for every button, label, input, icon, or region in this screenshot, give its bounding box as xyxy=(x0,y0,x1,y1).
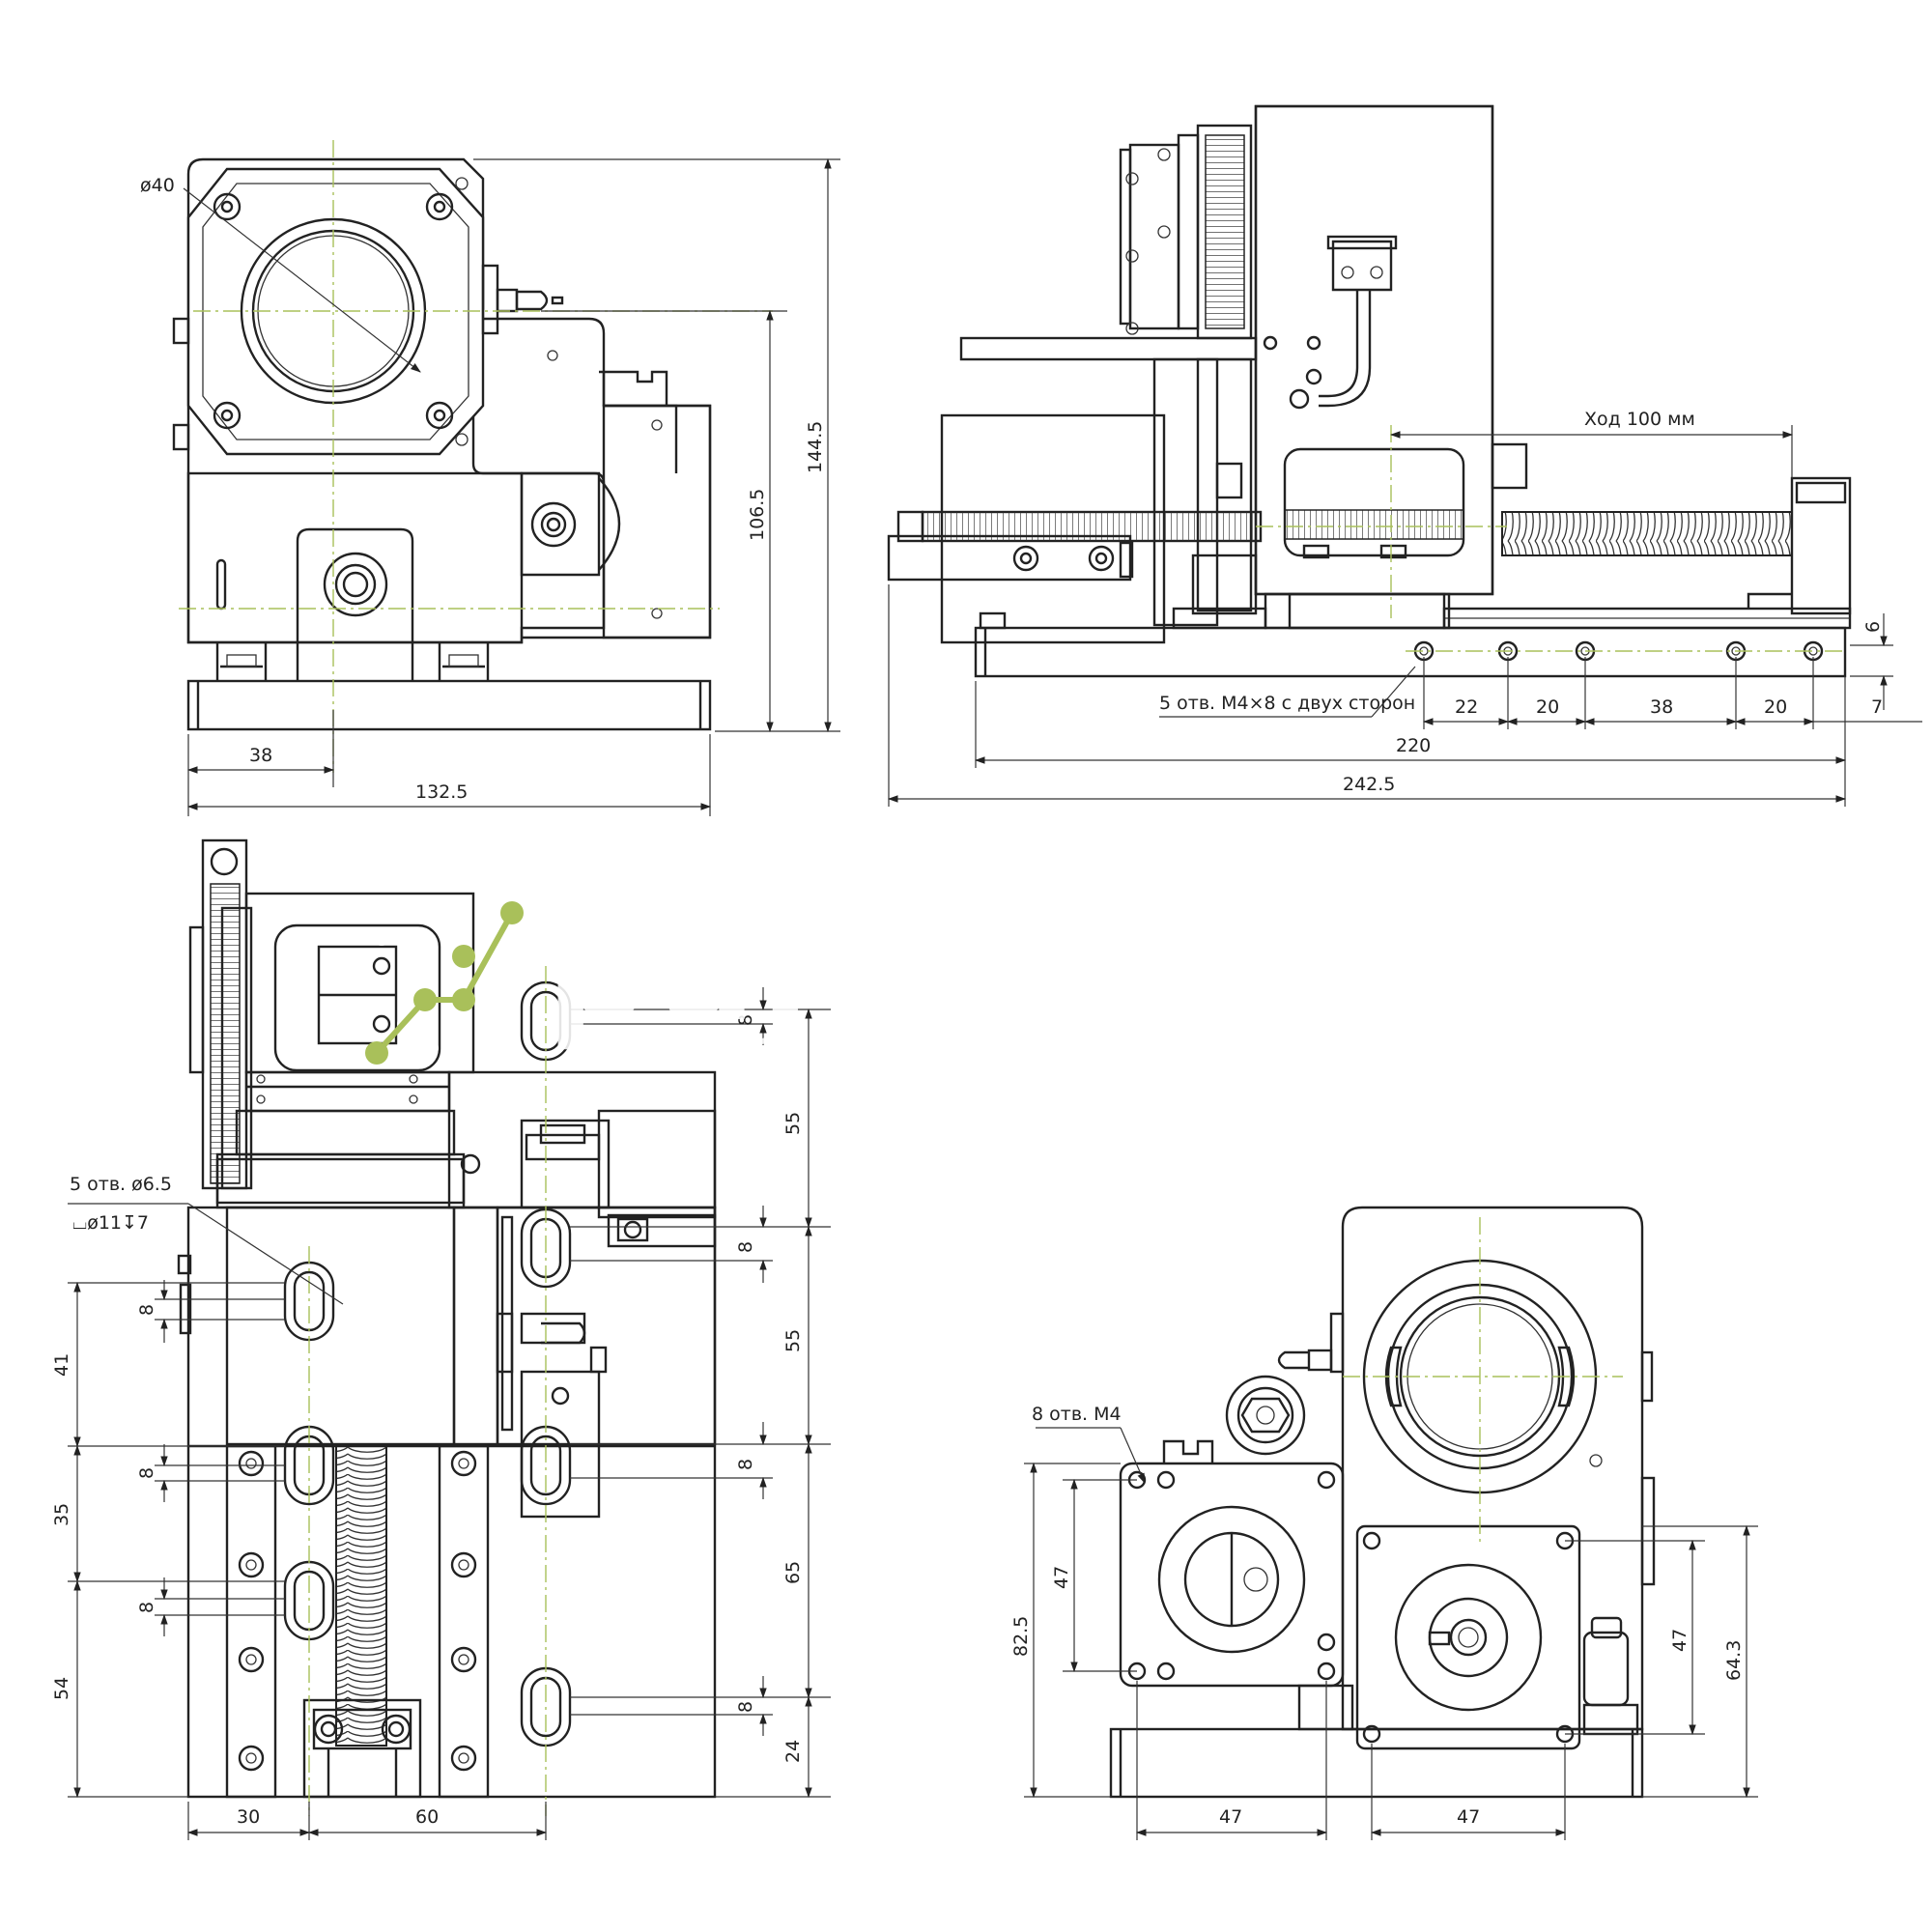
right-pitch-55b: 55 xyxy=(782,1329,804,1352)
bottom-30-label: 30 xyxy=(237,1806,260,1828)
bore-diameter-label: ø40 xyxy=(140,175,175,196)
flange-bolt-holes xyxy=(213,177,469,446)
rear-height-64-3: 64.3 xyxy=(1723,1640,1745,1681)
width-left-label: 38 xyxy=(249,745,272,766)
left-slot-8a: 8 xyxy=(136,1304,157,1316)
hole-height-label: 6 xyxy=(1862,621,1884,633)
rear-bottom-right-47: 47 xyxy=(1457,1806,1480,1828)
center-height-label: 106.5 xyxy=(747,489,768,541)
right-pitch-24: 24 xyxy=(782,1740,804,1763)
total-height-label: 144.5 xyxy=(805,421,826,473)
top-view-bolt-heads xyxy=(238,1450,477,1772)
left-pitch-35: 35 xyxy=(51,1503,72,1526)
left-dimensions xyxy=(68,1280,285,1799)
spacing-38-label: 38 xyxy=(1650,696,1673,718)
rear-view: 8 отв. M4 82.5 47 47 64.3 47 47 xyxy=(1010,1206,1758,1840)
m4-holes-note: 8 отв. M4 xyxy=(1032,1404,1122,1425)
logo-wordmark: purelogic xyxy=(546,886,1346,1054)
left-slot-8c: 8 xyxy=(136,1602,157,1613)
rear-height-82-5: 82.5 xyxy=(1010,1616,1032,1657)
top-view-slots xyxy=(283,980,572,1747)
right-slot-8b: 8 xyxy=(735,1241,756,1253)
edge-offset-label: 7 xyxy=(1871,696,1883,718)
bottom-60-label: 60 xyxy=(415,1806,439,1828)
counterbore-note: ⌴ø11↧7 xyxy=(72,1212,149,1234)
rear-pattern-left-47: 47 xyxy=(1051,1566,1072,1589)
stroke-label: Ход 100 мм xyxy=(1584,409,1695,430)
front-view: ø40 38 132.5 106.5 144.5 xyxy=(140,140,840,816)
right-slot-8d: 8 xyxy=(735,1701,756,1713)
rail-holes-note: 5 отв. M4×8 с двух сторон xyxy=(1159,693,1415,714)
spacing-20a-label: 20 xyxy=(1536,696,1559,718)
right-slot-8c: 8 xyxy=(735,1459,756,1470)
total-width-label: 132.5 xyxy=(415,781,468,803)
holes-note-top: 5 отв. ø6.5 xyxy=(70,1174,172,1195)
right-slot-8a: 8 xyxy=(735,1014,756,1026)
spacing-20b-label: 20 xyxy=(1764,696,1787,718)
rail-mounting-holes xyxy=(1406,640,1845,662)
side-view: Ход 100 мм 6 5 отв. M4×8 с двух сторон 2… xyxy=(887,104,1922,807)
left-pitch-54: 54 xyxy=(51,1677,72,1700)
right-dimensions xyxy=(570,987,831,1799)
logo-subtitle: research & development xyxy=(580,1021,1323,1073)
left-slot-8b: 8 xyxy=(136,1467,157,1479)
rear-bottom-left-47: 47 xyxy=(1219,1806,1242,1828)
logo-dots-icon xyxy=(365,901,524,1065)
spacing-22-label: 22 xyxy=(1455,696,1478,718)
base-length-label: 220 xyxy=(1396,735,1431,756)
left-pitch-41: 41 xyxy=(51,1353,72,1377)
top-view: 5 отв. ø6.5 ⌴ø11↧7 41 35 5 xyxy=(51,838,831,1840)
rear-pattern-right-47: 47 xyxy=(1669,1629,1690,1652)
total-length-label: 242.5 xyxy=(1343,774,1395,795)
purelogic-watermark: purelogic research & development xyxy=(365,886,1346,1073)
right-pitch-55a: 55 xyxy=(782,1112,804,1135)
right-pitch-65: 65 xyxy=(782,1561,804,1584)
